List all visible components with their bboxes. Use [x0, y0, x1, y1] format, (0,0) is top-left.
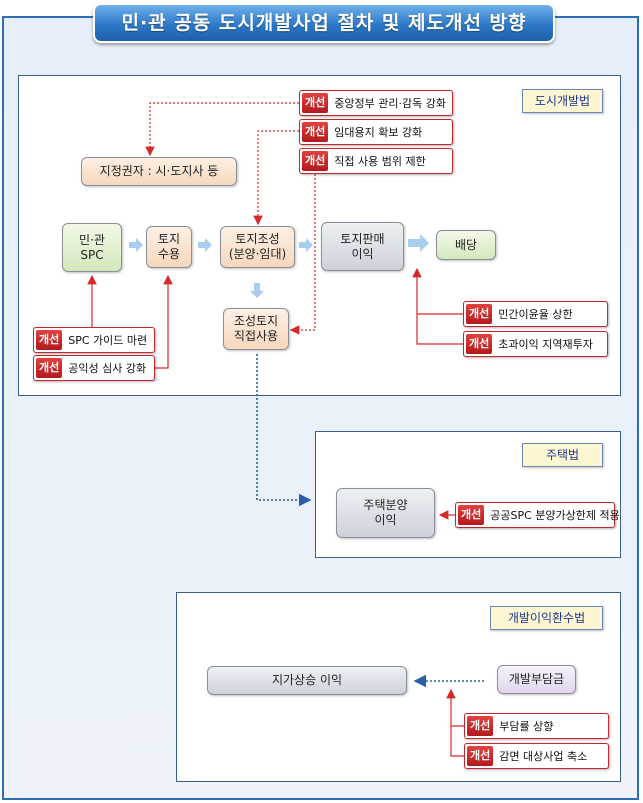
improve-rate-up: 개선 부담률 상향: [464, 713, 609, 739]
improve-text: 부담률 상향: [499, 720, 554, 733]
improve-badge: 개선: [466, 304, 493, 324]
improve-reinvest: 개선 초과이익 지역재투자: [463, 331, 608, 357]
connector-improvements-to-charge: [451, 690, 464, 757]
label-development-gain-act: 개발이익환수법: [490, 606, 603, 630]
diagram-title: 민·관 공동 도시개발사업 절차 및 제도개선 방향: [93, 3, 555, 43]
improve-text: 임대용지 확보 강화: [334, 126, 423, 139]
improve-spc-guide: 개선 SPC 가이드 마련: [33, 327, 155, 353]
land-price-rise-box: 지가상승 이익: [207, 666, 407, 695]
improve-text: 초과이익 지역재투자: [498, 338, 593, 351]
improve-text: 감면 대상사업 축소: [499, 750, 588, 763]
connector-directlimit-to-directuse: [289, 174, 316, 335]
designator-label: 지정권자 : 시·도지사 등: [99, 164, 219, 178]
spc-box: 민·관 SPC: [62, 223, 122, 272]
improve-profit-cap: 개선 민간이윤율 상한: [463, 301, 608, 327]
improve-public-review: 개선 공익성 심사 강화: [33, 355, 155, 381]
land-price-rise-label: 지가상승 이익: [271, 673, 343, 687]
spc-label-line1: 민·관: [79, 232, 105, 247]
improve-text: 중앙정부 관리·감독 강화: [334, 97, 446, 110]
improve-badge: 개선: [302, 93, 329, 113]
improve-badge: 개선: [36, 330, 63, 350]
land-acquisition-box: 토지 수용: [146, 226, 192, 268]
improve-text: 공공SPC 분양가상한제 적용: [490, 509, 620, 522]
housing-sale-line2: 이익: [374, 513, 397, 527]
land-sale-line1: 토지판매: [340, 231, 385, 246]
connector-improvements-to-landsale: [417, 269, 463, 345]
land-acquisition-line1: 토지: [157, 232, 181, 246]
improve-badge: 개선: [458, 505, 485, 525]
dividend-box: 배당: [436, 230, 496, 260]
land-sale-line2: 이익: [351, 246, 374, 261]
improve-badge: 개선: [302, 122, 329, 142]
land-development-line1: 토지조성: [235, 232, 280, 246]
direct-use-box: 조성토지 직접사용: [223, 308, 289, 350]
connector-publicreview-to-acquisition: [155, 274, 173, 369]
improve-badge: 개선: [467, 746, 494, 766]
improve-text: 민간이윤율 상한: [498, 308, 573, 321]
improve-text: 직접 사용 범위 제한: [334, 155, 426, 168]
designator-box: 지정권자 : 시·도지사 등: [81, 157, 237, 186]
development-charge-label: 개발부담금: [508, 672, 565, 686]
improve-direct-use-limit: 개선 직접 사용 범위 제한: [299, 148, 453, 174]
housing-sale-profit-box: 주택분양 이익: [336, 488, 435, 538]
dividend-label: 배당: [454, 237, 478, 252]
flow-arrows: [129, 234, 429, 298]
spc-label-line2: SPC: [80, 247, 104, 262]
label-urban-development-act: 도시개발법: [522, 89, 603, 113]
land-development-line2: (분양·임대): [228, 247, 287, 261]
improve-badge: 개선: [467, 716, 494, 736]
improve-badge: 개선: [466, 334, 493, 354]
improve-text: SPC 가이드 마련: [68, 334, 148, 347]
development-charge-box: 개발부담금: [497, 665, 576, 694]
direct-use-line2: 직접사용: [233, 329, 279, 343]
improve-badge: 개선: [36, 358, 63, 378]
land-sale-profit-box: 토지판매 이익: [321, 222, 404, 271]
improve-text: 공익성 심사 강화: [68, 362, 147, 375]
improve-price-cap: 개선 공공SPC 분양가상한제 적용: [455, 502, 620, 528]
connector-central-to-designator: [145, 102, 299, 157]
improve-exemption-cut: 개선 감면 대상사업 축소: [464, 743, 609, 769]
label-housing-act: 주택법: [522, 443, 603, 467]
improve-badge: 개선: [302, 151, 329, 171]
housing-sale-line1: 주택분양: [363, 498, 408, 512]
direct-use-line1: 조성토지: [233, 314, 279, 328]
connector-rental-to-landdev: [253, 130, 299, 226]
land-development-box: 토지조성 (분양·임대): [220, 226, 295, 268]
land-acquisition-line2: 수용: [157, 247, 181, 261]
connector-directuse-to-housing: [256, 354, 312, 507]
improve-central-supervision: 개선 중앙정부 관리·감독 강화: [299, 90, 453, 116]
improve-rental-land: 개선 임대용지 확보 강화: [299, 119, 453, 145]
